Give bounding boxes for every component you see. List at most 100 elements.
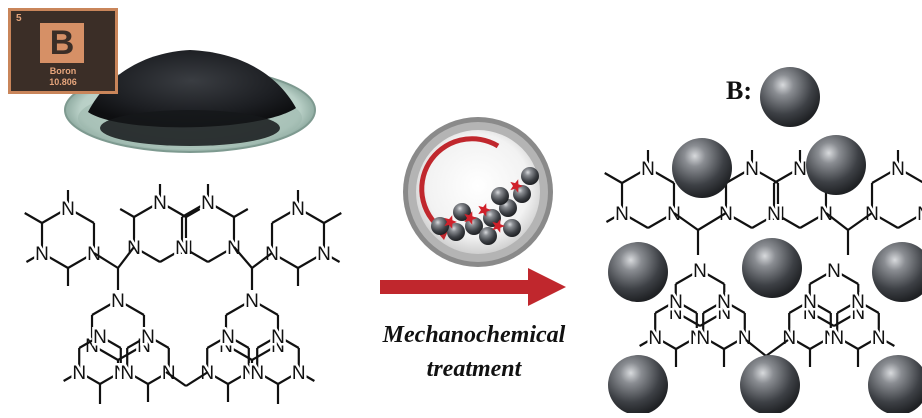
bond-line — [825, 212, 849, 231]
bond-line — [185, 208, 201, 218]
nitrogen-atom-label: N — [745, 159, 759, 180]
milling-ball — [447, 223, 465, 241]
bond-line — [225, 344, 253, 361]
bond-line — [126, 335, 149, 349]
bond-line — [256, 371, 279, 385]
nitrogen-atom-label: N — [793, 159, 807, 180]
nitrogen-atom-label: N — [87, 244, 101, 265]
nitrogen-atom-label: N — [669, 303, 683, 324]
bond-line — [78, 335, 101, 349]
bond-line — [725, 167, 753, 184]
bond-line — [878, 336, 895, 347]
impact-spark — [510, 179, 523, 193]
bond-line — [119, 208, 135, 218]
bond-line — [207, 246, 235, 263]
bond-line — [271, 207, 299, 224]
bond-line — [67, 207, 95, 224]
nitrogen-atom-label: N — [242, 363, 256, 384]
boron-sphere — [740, 355, 800, 415]
bond-line — [185, 371, 209, 387]
nitrogen-atom-label: N — [615, 204, 629, 225]
nitrogen-atom-label: N — [827, 261, 841, 282]
bond-line — [207, 201, 235, 218]
nitrogen-atom-label: N — [851, 303, 865, 324]
bond-line — [897, 167, 922, 184]
bond-line — [323, 212, 342, 224]
milling-ball — [483, 209, 501, 227]
bond-line — [647, 167, 675, 184]
bond-line — [723, 336, 746, 350]
caption-line2: treatment — [426, 356, 522, 382]
bond-line — [206, 371, 229, 385]
nitrogen-atom-label: N — [819, 204, 833, 225]
bond-line — [91, 344, 119, 361]
bond-line — [227, 371, 250, 385]
bond-line — [117, 246, 135, 269]
bond-line — [147, 335, 170, 349]
impact-spark — [492, 219, 505, 233]
nitrogen-atom-label: N — [669, 292, 683, 313]
nitrogen-atom-label: N — [693, 261, 707, 282]
bond-line — [277, 335, 300, 349]
bond-line — [99, 371, 122, 385]
bond-line — [897, 212, 922, 229]
bond-line — [654, 336, 677, 350]
nitrogen-atom-label: N — [265, 244, 279, 265]
bond-line — [99, 335, 122, 349]
nitrogen-atom-label: N — [120, 363, 134, 384]
nitrogen-atom-label: N — [93, 327, 107, 348]
element-symbol: B — [40, 23, 84, 63]
boron-sphere — [608, 242, 668, 302]
bond-line — [857, 336, 880, 350]
nitrogen-atom-label: N — [717, 303, 731, 324]
ball-mill-jar — [403, 117, 553, 267]
bond-line — [297, 252, 325, 269]
milling-balls — [431, 167, 539, 245]
nitrogen-atom-label: N — [72, 363, 86, 384]
atomic-number: 5 — [16, 13, 22, 24]
bond-line — [847, 212, 873, 231]
bond-line — [165, 371, 187, 387]
bond-line — [63, 371, 80, 382]
boron-legend-label: B: — [726, 76, 752, 105]
nitrogen-atom-label: N — [865, 204, 879, 225]
nitrogen-atom-label: N — [175, 238, 189, 259]
bond-line — [788, 300, 811, 314]
bond-line — [323, 252, 341, 263]
bond-line — [621, 212, 649, 229]
nitrogen-atom-label: N — [824, 328, 838, 349]
bond-line — [773, 212, 801, 229]
nitrogen-atom-label: N — [245, 291, 259, 312]
bond-line — [871, 167, 899, 184]
nitrogen-atom-label: N — [221, 327, 235, 348]
bond-line — [751, 212, 779, 229]
nitrogen-atom-label: N — [738, 328, 752, 349]
nitrogen-atom-label: N — [271, 336, 285, 357]
bond-line — [788, 336, 811, 350]
bond-line — [25, 252, 43, 263]
bond-line — [227, 335, 250, 349]
bond-line — [871, 212, 899, 229]
boron-sphere — [672, 138, 732, 198]
nitrogen-atom-label: N — [292, 363, 306, 384]
atomic-weight: 10.806 — [49, 77, 77, 87]
bond-line — [41, 252, 69, 269]
nitrogen-atom-label: N — [85, 336, 99, 357]
bond-line — [256, 335, 279, 349]
boron-spheres — [608, 67, 922, 415]
bond-line — [67, 252, 95, 269]
bond-line — [723, 300, 746, 314]
bond-line — [604, 172, 623, 184]
bond-line — [836, 336, 859, 350]
bond-line — [654, 300, 677, 314]
bond-line — [699, 269, 725, 285]
bond-line — [233, 208, 249, 218]
element-name: Boron — [49, 66, 77, 76]
bond-line — [751, 167, 779, 184]
bond-line — [298, 371, 315, 382]
bond-line — [773, 167, 801, 184]
bond-line — [251, 252, 273, 269]
